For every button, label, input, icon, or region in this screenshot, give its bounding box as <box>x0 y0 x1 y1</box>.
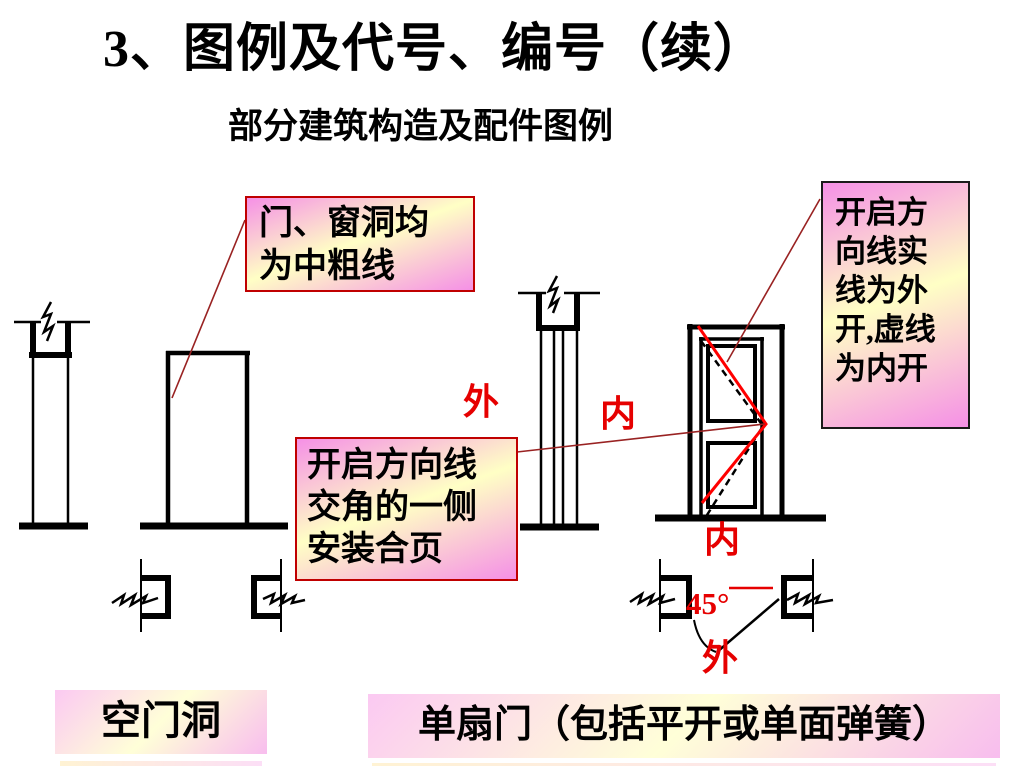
label-inside-lower: 内 <box>704 520 741 560</box>
empty-door-plan-drawing <box>111 559 306 632</box>
caption-empty-door-opening: 空门洞 <box>55 690 267 754</box>
break-zigzag-icon <box>546 275 561 314</box>
single-door-elevation-drawing <box>655 324 826 522</box>
single-door-plan-drawing <box>629 559 834 653</box>
door-swing-arc <box>693 619 717 653</box>
outward-opening-direction-line <box>696 325 768 504</box>
caption-single-leaf-door: 单扇门（包括平开或单面弹簧） <box>368 694 1000 758</box>
callout-door-window-medium-line: 门、窗洞均 为中粗线 <box>245 196 475 292</box>
label-swing-angle: 45° <box>686 586 730 621</box>
callout-line: 开启方 <box>835 195 928 230</box>
callout-line: 门、窗洞均 <box>259 205 429 242</box>
callout-line: 开启方向线 <box>307 447 477 484</box>
leader-line-medium-line-callout <box>171 219 246 399</box>
caption-reflection <box>60 761 262 766</box>
break-zigzag-icon <box>786 591 834 607</box>
break-zigzag-icon <box>111 591 159 608</box>
callout-line: 线为外 <box>835 273 928 308</box>
callout-line: 向线实 <box>835 234 928 269</box>
callout-line: 交角的一侧 <box>307 489 477 526</box>
caption-reflection <box>372 763 996 766</box>
label-outside-lower: 外 <box>702 638 739 678</box>
leader-line-direction-callout <box>726 198 821 363</box>
callout-open-direction-line: 开启方 向线实 线为外 开,虚线 为内开 <box>821 181 970 429</box>
empty-door-elevation-drawing <box>140 350 288 530</box>
label-inside-upper: 内 <box>600 394 637 434</box>
page-title: 3、图例及代号、编号（续） <box>103 21 767 78</box>
callout-hinge-install-side: 开启方向线 交角的一侧 安装合页 <box>295 437 518 581</box>
label-outside-upper: 外 <box>463 382 500 422</box>
callout-line: 为内开 <box>835 351 928 386</box>
callout-line: 为中粗线 <box>259 248 395 285</box>
door-leaf-line <box>716 598 780 653</box>
empty-door-section-drawing <box>14 301 90 530</box>
callout-line: 安装合页 <box>307 531 443 568</box>
break-zigzag-icon <box>40 301 56 342</box>
callout-line: 开,虚线 <box>835 312 936 347</box>
single-door-section-drawing <box>518 275 600 531</box>
leader-line-hinge-callout <box>516 423 766 453</box>
break-zigzag-icon <box>262 591 306 607</box>
break-zigzag-icon <box>629 590 676 607</box>
slide-subtitle: 部分建筑构造及配件图例 <box>228 107 614 146</box>
